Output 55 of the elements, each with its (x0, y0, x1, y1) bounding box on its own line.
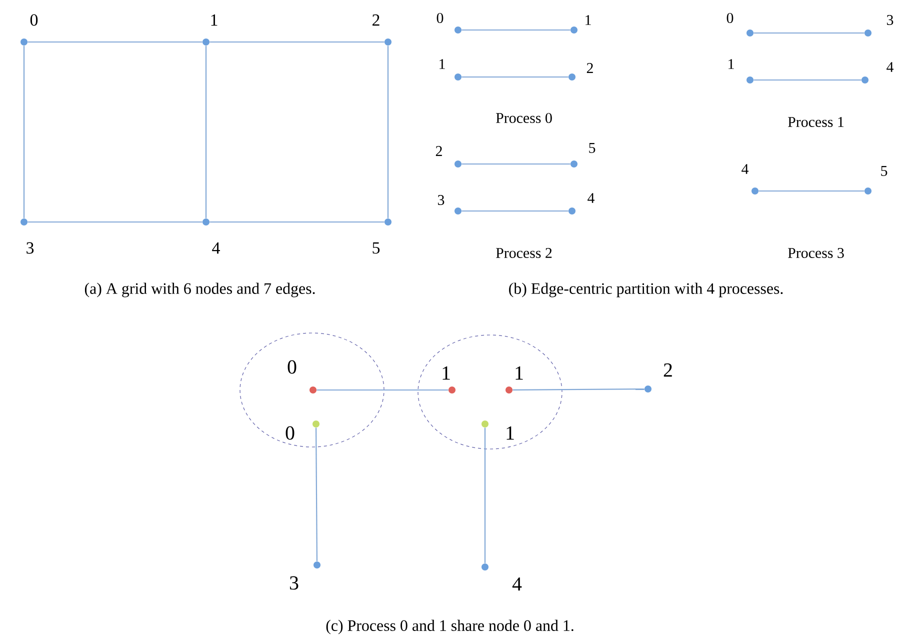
process-label: Process 0 (496, 112, 552, 124)
edge-line (210, 41, 384, 43)
node-number: 1 (440, 59, 445, 69)
node-number: 3 (886, 14, 894, 25)
node-number: 0 (30, 14, 38, 26)
edge-line (316, 389, 448, 391)
node-number: 1 (442, 366, 450, 380)
node-number: 1 (211, 14, 218, 26)
subfigure-caption: (a) A grid with 6 nodes and 7 edges. (84, 282, 315, 298)
edge-line (462, 210, 568, 212)
process-label: Process 1 (788, 117, 844, 127)
node-number: 2 (436, 146, 442, 156)
node-number: 0 (436, 12, 444, 24)
edge-line (210, 221, 384, 223)
node-number: 4 (212, 242, 220, 254)
node-number: 2 (664, 363, 672, 377)
node-number: 4 (742, 164, 748, 174)
node-number: 1 (728, 59, 734, 69)
edge-line (28, 41, 202, 43)
subfigure-caption: (b) Edge-centric partition with 4 processes. (509, 282, 783, 298)
edge-line (754, 32, 864, 34)
node-number: 1 (506, 426, 514, 440)
edge-line (462, 29, 570, 31)
node-number: 0 (726, 12, 734, 24)
process-label: Process 3 (788, 248, 844, 258)
dashed-ellipse (240, 332, 384, 448)
edge-line (758, 190, 864, 192)
edge-line (315, 428, 318, 562)
node-number: 1 (586, 15, 591, 25)
node-number: 4 (886, 62, 894, 72)
node-number: 5 (589, 143, 596, 153)
edge-line (754, 79, 862, 81)
dashed-ellipse (418, 334, 562, 450)
node-number: 3 (26, 242, 34, 254)
process-label: Process 2 (496, 248, 552, 258)
node-number: 3 (290, 576, 298, 590)
edge-line (484, 428, 486, 564)
node-number: 4 (512, 577, 522, 591)
edge-line (23, 46, 25, 218)
node-number: 0 (288, 360, 296, 374)
node-number: 2 (586, 63, 593, 73)
node-number: 3 (438, 194, 444, 205)
edge-line (205, 46, 207, 218)
subfigure-caption: (c) Process 0 and 1 share node 0 and 1. (326, 620, 574, 634)
edge-line (512, 388, 644, 391)
edge-line (462, 76, 568, 78)
node-number: 2 (372, 14, 380, 26)
node-number: 5 (372, 242, 380, 254)
edge-line (462, 163, 570, 165)
edge-line (387, 46, 389, 218)
node-number: 5 (881, 166, 888, 176)
node-number: 4 (588, 193, 594, 203)
node-number: 1 (516, 366, 523, 380)
node-number: 0 (286, 426, 294, 440)
edge-line (28, 221, 202, 223)
